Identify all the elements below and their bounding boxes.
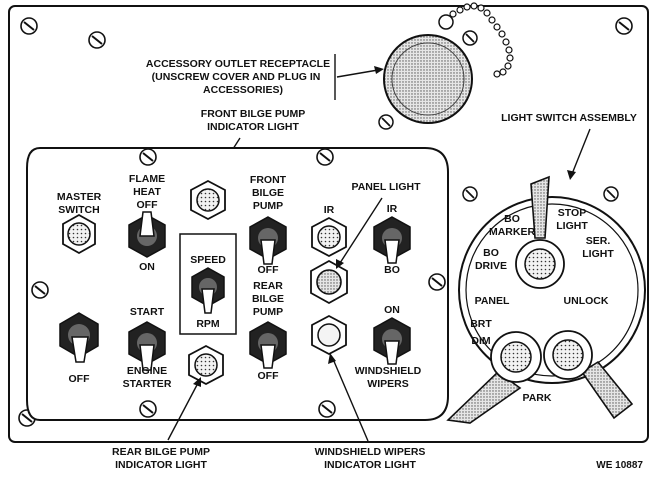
plate-screw-tr (615, 17, 633, 35)
accessory-outlet-label-1: ACCESSORY OUTLET RECEPTACLE (146, 58, 330, 70)
rear-bilge-pump-label-1: REAR (253, 280, 283, 292)
unlock-label: UNLOCK (564, 295, 609, 307)
windshield-wipers-switch[interactable] (373, 317, 411, 365)
ser-light-label-1: SER. (586, 235, 611, 247)
panel-light-label: PANEL LIGHT (351, 181, 421, 193)
speed-toggle-switch[interactable] (191, 267, 225, 314)
flame-on-label: ON (139, 261, 155, 273)
brt-label: BRT (470, 318, 492, 330)
wipers-on-label: ON (384, 304, 400, 316)
park-label: PARK (523, 392, 552, 404)
master-switch-knob[interactable] (62, 213, 96, 255)
main-light-switch-lever[interactable] (515, 175, 565, 289)
bo-drive-label-1: BO (483, 247, 499, 259)
wiper-light-label-2: INDICATOR LIGHT (324, 459, 416, 471)
engine-starter-label-2: ENGINE (127, 365, 167, 377)
flame-heat-label-1: FLAME (129, 173, 165, 185)
rear-bilge-light-callout: REAR BILGE PUMP INDICATOR LIGHT (112, 377, 210, 471)
figure-number: WE 10887 (596, 460, 643, 471)
master-switch-label-2: SWITCH (58, 204, 99, 216)
rear-bilge-off-label: OFF (258, 370, 280, 382)
front-bilge-light-label-1: FRONT BILGE PUMP (201, 108, 305, 120)
rear-bilge-light-label-1: REAR BILGE PUMP (112, 446, 210, 458)
front-bilge-pump-label-1: FRONT (250, 174, 287, 186)
unlock-lever[interactable] (543, 330, 634, 420)
light-switch-assembly-label: LIGHT SWITCH ASSEMBLY (501, 112, 637, 124)
light-switch-screw-left (462, 186, 478, 202)
rear-bilge-pump-label-3: PUMP (253, 306, 283, 318)
windshield-wipers-label-1: WINDSHIELD (355, 365, 422, 377)
accessory-outlet-label-3: ACCESSORIES) (203, 84, 283, 96)
wiper-indicator-light (311, 314, 347, 356)
panel-screw-6 (318, 400, 336, 418)
front-bilge-indicator-light (190, 179, 226, 221)
plate-screw-tm (88, 31, 106, 49)
accessory-outlet-callout: ACCESSORY OUTLET RECEPTACLE (UNSCREW COV… (146, 54, 384, 100)
engine-starter-label-3: STARTER (123, 378, 172, 390)
ir-left-label: IR (324, 204, 335, 216)
ser-light-label-2: LIGHT (582, 248, 614, 260)
master-off-label: OFF (69, 373, 91, 385)
speed-label: SPEED (190, 254, 226, 266)
flame-heat-label-2: HEAT (133, 186, 161, 198)
front-bilge-pump-switch[interactable] (249, 216, 287, 265)
engine-starter-label-1: START (130, 306, 165, 318)
panel-screw-5 (139, 400, 157, 418)
flame-heat-label-3: OFF (137, 199, 159, 211)
rear-bilge-light-label-2: INDICATOR LIGHT (115, 459, 207, 471)
front-bilge-pump-label-2: BILGE (252, 187, 284, 199)
panel-screw-4 (428, 273, 446, 291)
front-bilge-pump-label-3: PUMP (253, 200, 283, 212)
rear-bilge-indicator-light (188, 344, 224, 386)
bead-chain (449, 2, 514, 78)
panel-light-callout: PANEL LIGHT (336, 181, 421, 269)
ir-indicator-light (311, 216, 347, 258)
rpm-label: RPM (196, 318, 220, 330)
panel-screw-2 (316, 148, 334, 166)
bo-drive-label-2: DRIVE (475, 260, 507, 272)
bo-marker-label-1: BO (504, 213, 520, 225)
bo-marker-label-2: MARKER (489, 226, 535, 238)
front-bilge-light-label-2: INDICATOR LIGHT (207, 121, 299, 133)
bo-label: BO (384, 264, 400, 276)
panel-knob-label: PANEL (475, 295, 510, 307)
light-switch-assembly-callout: LIGHT SWITCH ASSEMBLY (501, 112, 637, 180)
stop-light-label-1: STOP (558, 207, 586, 219)
master-switch-label-1: MASTER (57, 191, 102, 203)
panel-screw-1 (139, 148, 157, 166)
engine-starter-switch[interactable] (128, 321, 166, 371)
rear-bilge-pump-switch[interactable] (249, 321, 287, 369)
accessory-outlet-receptacle (378, 14, 478, 130)
light-switch-screw-right (603, 186, 619, 202)
dim-label: DIM (471, 335, 491, 347)
master-toggle-switch[interactable] (59, 312, 99, 363)
ir-bo-toggle-switch[interactable] (373, 216, 411, 264)
plate-screw-tl (20, 17, 38, 35)
panel-screw-3 (31, 281, 49, 299)
front-bilge-off-label: OFF (258, 264, 280, 276)
accessory-outlet-label-2: (UNSCREW COVER AND PLUG IN (152, 71, 321, 83)
panel-light (310, 259, 348, 305)
panel-dimmer-lever[interactable] (446, 331, 542, 424)
wiper-light-callout: WINDSHIELD WIPERS INDICATOR LIGHT (315, 353, 426, 471)
wiper-light-label-1: WINDSHIELD WIPERS (315, 446, 426, 458)
ir-right-label: IR (387, 203, 398, 215)
stop-light-label-2: LIGHT (556, 220, 588, 232)
windshield-wipers-label-2: WIPERS (367, 378, 408, 390)
flame-heat-toggle-switch[interactable] (128, 211, 166, 258)
rear-bilge-pump-label-2: BILGE (252, 293, 284, 305)
